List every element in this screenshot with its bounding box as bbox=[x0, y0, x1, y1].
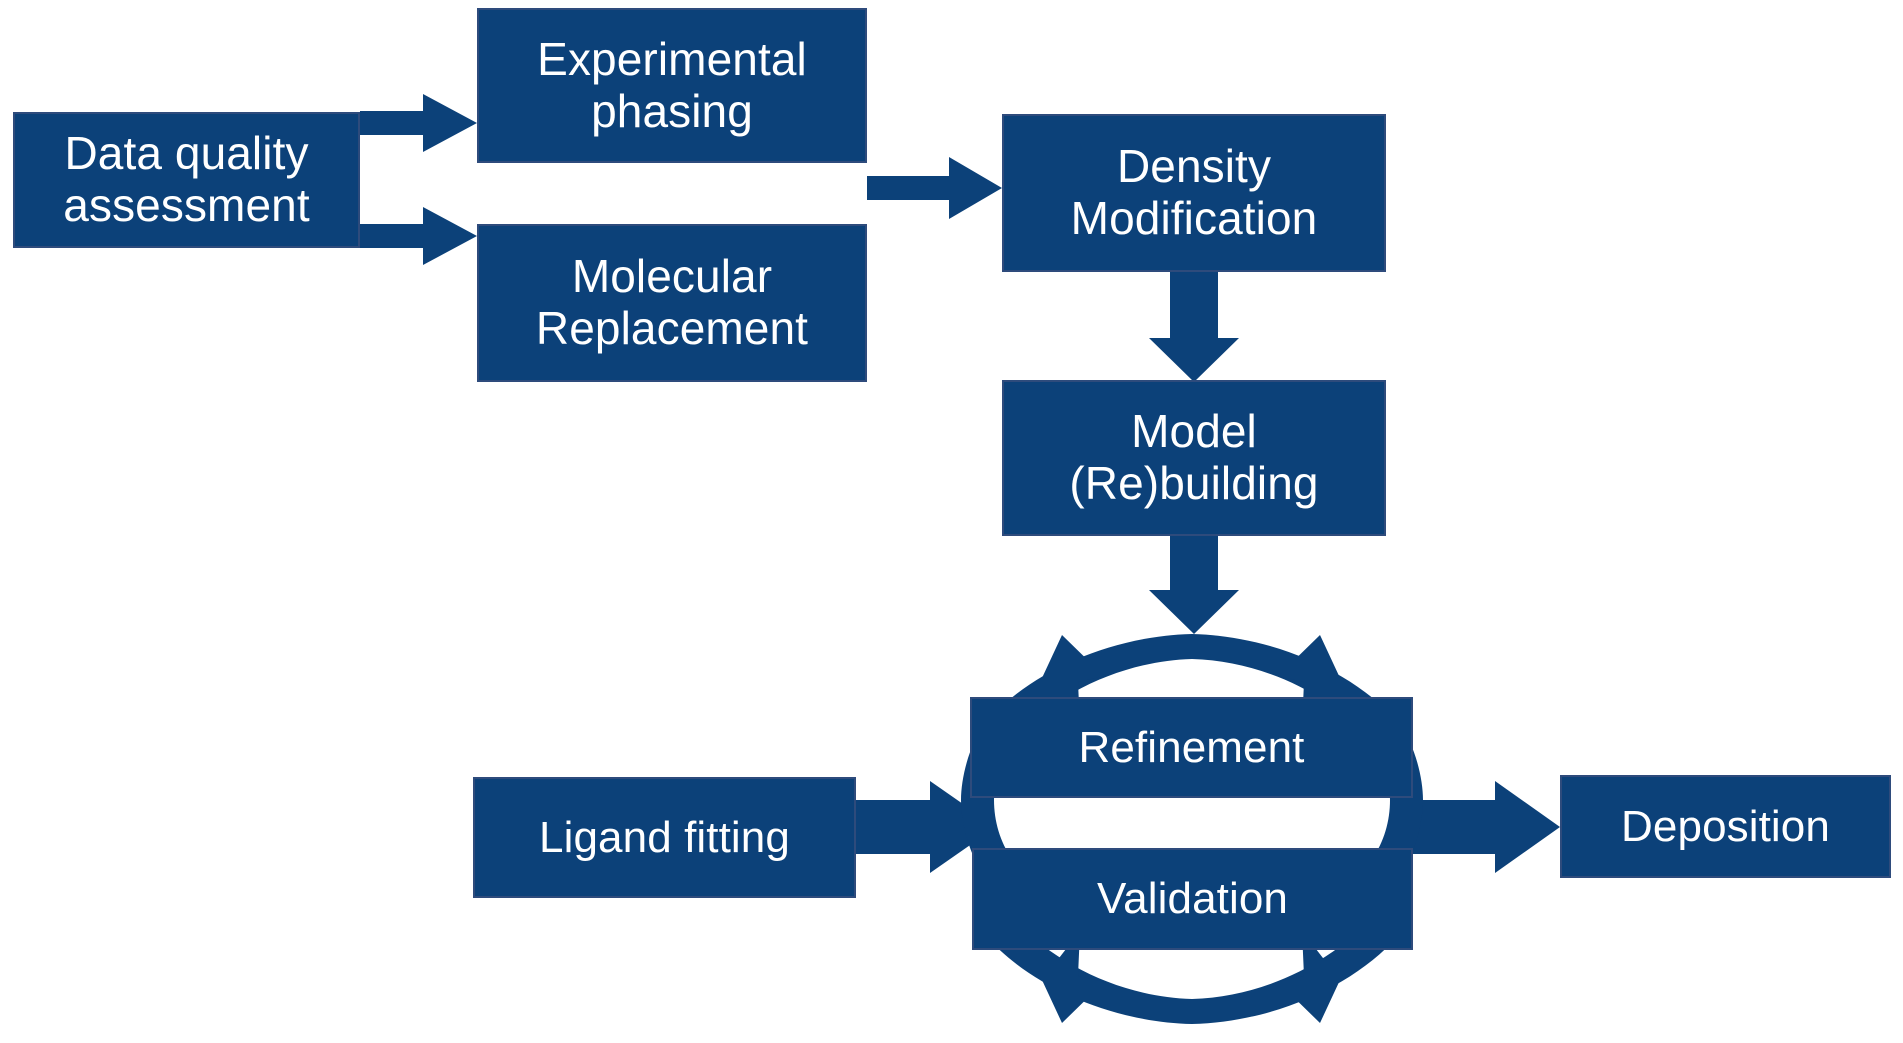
node-model-rebuilding[interactable]: Model (Re)building bbox=[1002, 380, 1386, 536]
node-deposition[interactable]: Deposition bbox=[1560, 775, 1891, 878]
node-data-quality-assessment[interactable]: Data quality assessment bbox=[13, 112, 360, 248]
arrow-data-quality-to-experimental-phasing bbox=[360, 94, 477, 152]
node-validation[interactable]: Validation bbox=[972, 848, 1413, 950]
node-ligand-fitting[interactable]: Ligand fitting bbox=[473, 777, 856, 898]
arrow-data-quality-to-molecular-replacement bbox=[360, 207, 477, 265]
arrow-cycle-to-deposition bbox=[1413, 781, 1560, 873]
node-refinement[interactable]: Refinement bbox=[970, 697, 1413, 798]
node-molecular-replacement[interactable]: Molecular Replacement bbox=[477, 224, 867, 382]
arrow-density-modification-to-model-rebuilding bbox=[1149, 272, 1239, 382]
arrow-phasing-to-density-modification bbox=[867, 157, 1002, 219]
arrow-model-rebuilding-to-refinement bbox=[1149, 536, 1239, 634]
node-experimental-phasing[interactable]: Experimental phasing bbox=[477, 8, 867, 163]
node-density-modification[interactable]: Density Modification bbox=[1002, 114, 1386, 272]
